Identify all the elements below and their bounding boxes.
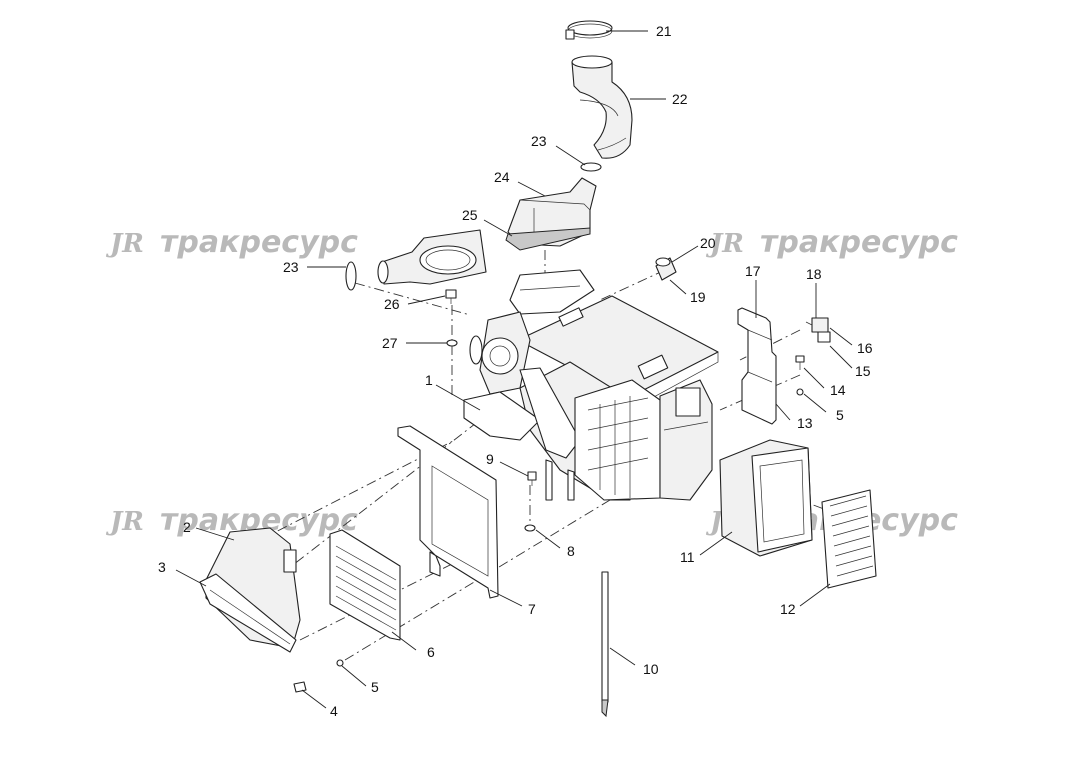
part-4-clip <box>293 681 307 693</box>
watermark-text: тракресурс <box>160 225 358 260</box>
callout-24: 24 <box>494 169 510 185</box>
callout-23-upper: 23 <box>531 133 547 149</box>
callout-26: 26 <box>384 296 400 312</box>
part-26-bolt <box>445 289 457 304</box>
part-5-washer-right <box>796 388 804 396</box>
part-9-bolt <box>527 471 537 486</box>
leader-lines <box>175 30 853 709</box>
callout-1: 1 <box>425 372 433 388</box>
watermark-logo: JR <box>705 229 744 259</box>
callout-25: 25 <box>462 207 478 223</box>
callout-12: 12 <box>780 601 796 617</box>
part-8-washer <box>524 524 536 532</box>
part-18-switch <box>805 317 831 343</box>
callout-8: 8 <box>567 543 575 559</box>
watermark-logo: JR <box>105 229 144 259</box>
part-5-washer-left <box>336 659 344 667</box>
part-17-bracket <box>737 307 777 425</box>
callout-5-left: 5 <box>371 679 379 695</box>
part-27-washer <box>446 339 458 347</box>
part-21-hose-clamp <box>565 20 613 40</box>
callout-9: 9 <box>486 451 494 467</box>
part-20-bushing <box>655 257 677 281</box>
callout-20: 20 <box>700 235 716 251</box>
callout-2: 2 <box>183 519 191 535</box>
callout-19: 19 <box>690 289 706 305</box>
callout-10: 10 <box>643 661 659 677</box>
part-2-lower-duct <box>199 527 301 653</box>
callout-3: 3 <box>158 559 166 575</box>
main-hvac-housing <box>463 269 719 501</box>
left-intake-duct <box>377 229 487 285</box>
watermark-top-right: JR тракресурс <box>705 225 958 260</box>
callout-17: 17 <box>745 263 761 279</box>
part-7-frame <box>397 425 499 599</box>
watermark-top-left: JR тракресурс <box>105 225 358 260</box>
part-12-filter-element <box>821 489 877 589</box>
watermark-text: тракресурс <box>760 225 958 260</box>
part-6-grille <box>329 529 401 641</box>
part-23-o-ring-left <box>345 261 357 291</box>
callout-27: 27 <box>382 335 398 351</box>
callout-5-right: 5 <box>836 407 844 423</box>
callout-14: 14 <box>830 382 846 398</box>
callout-13: 13 <box>797 415 813 431</box>
callout-18: 18 <box>806 266 822 282</box>
callout-21: 21 <box>656 23 672 39</box>
callout-4: 4 <box>330 703 338 719</box>
part-11-filter-housing <box>719 439 813 557</box>
callout-23-left: 23 <box>283 259 299 275</box>
watermark-logo: JR <box>105 507 144 537</box>
callout-7: 7 <box>528 601 536 617</box>
callout-11: 11 <box>680 549 695 565</box>
callout-6: 6 <box>427 644 435 660</box>
callout-15: 15 <box>855 363 871 379</box>
part-10-rod <box>601 571 609 718</box>
callout-22: 22 <box>672 91 688 107</box>
part-22-air-hose <box>571 55 633 159</box>
part-14-screw <box>795 355 805 370</box>
part-23-o-ring-upper <box>580 162 602 172</box>
part-25-gasket <box>505 227 591 251</box>
callout-16: 16 <box>857 340 873 356</box>
callout-numbers: 21 22 23 24 25 20 23 17 18 19 26 27 16 1… <box>158 23 873 719</box>
